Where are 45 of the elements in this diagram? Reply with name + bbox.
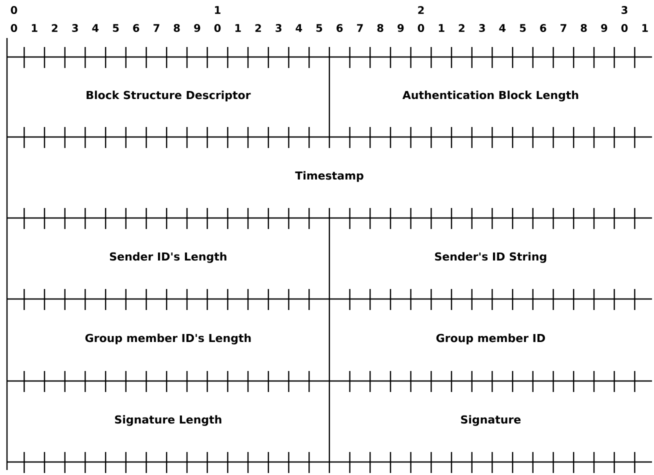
bit-number: 1	[438, 24, 444, 32]
bit-number: 8	[377, 24, 384, 32]
field-label: Signature Length	[115, 415, 222, 426]
field-label: Group member ID's Length	[85, 334, 251, 344]
bit-number: 4	[499, 24, 506, 32]
bit-number: 3	[72, 24, 78, 32]
bit-number: 0	[10, 24, 18, 32]
field-label: Sender's ID String	[435, 252, 546, 263]
bit-number: 6	[540, 24, 546, 32]
field-label: Timestamp	[295, 171, 364, 182]
bit-number: 6	[336, 24, 343, 32]
bit-number: 0	[621, 24, 628, 32]
bit-number: 5	[520, 24, 526, 32]
bit-number: 8	[174, 24, 180, 32]
bit-number: 6	[133, 24, 140, 32]
bit-number: 9	[601, 24, 608, 32]
bit-number: 5	[112, 24, 119, 32]
field-label: Sender ID's Length	[110, 252, 226, 263]
field-label: Authentication Block Length	[402, 90, 578, 102]
bit-number: 0	[418, 24, 424, 32]
bit-number: 2	[255, 24, 261, 32]
bit-number: 7	[560, 24, 566, 32]
bit-number: 4	[296, 24, 302, 32]
field-label: Group member ID	[436, 334, 545, 344]
bit-decade-number: 0	[10, 6, 18, 14]
bit-number: 1	[32, 24, 38, 32]
bit-number: 3	[276, 24, 282, 32]
bit-number: 1	[235, 24, 241, 32]
bit-decade-number: 3	[622, 6, 628, 14]
bit-number: 7	[154, 24, 160, 32]
bit-number: 0	[214, 24, 221, 32]
bit-number: 3	[479, 24, 485, 32]
bit-number: 7	[357, 24, 363, 32]
bit-number: 2	[458, 24, 464, 32]
bit-decade-number: 2	[418, 6, 424, 14]
bit-number: 9	[398, 24, 404, 32]
bit-decade-number: 1	[215, 6, 220, 14]
bit-number: 8	[580, 24, 587, 32]
field-label: Block Structure Descriptor	[86, 90, 251, 102]
bit-number: 1	[642, 24, 648, 32]
field-label: Signature	[461, 415, 521, 426]
bit-number: 9	[194, 24, 200, 32]
bit-number: 4	[92, 24, 99, 32]
bit-number: 2	[52, 24, 58, 32]
bit-number: 5	[316, 24, 322, 32]
